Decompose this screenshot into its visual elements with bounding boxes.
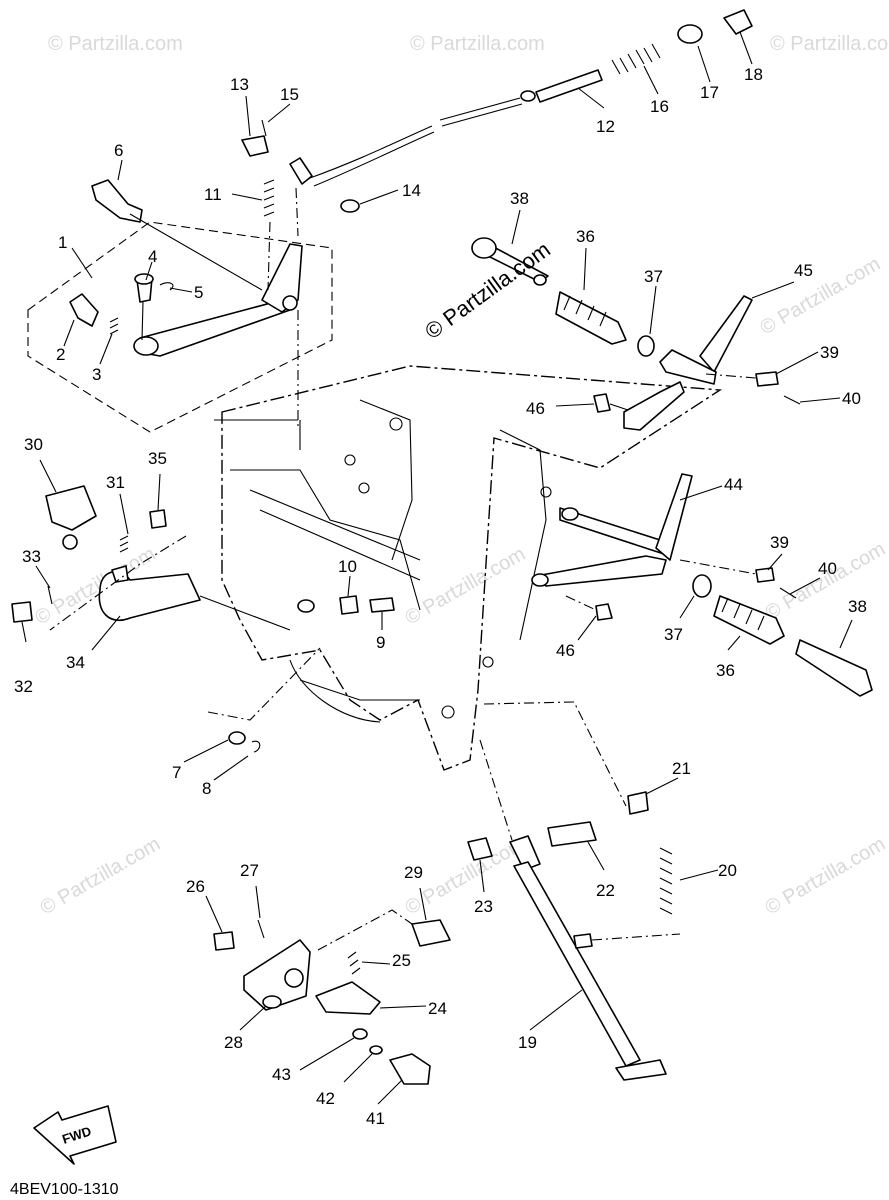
- callout-18: 18: [744, 65, 763, 84]
- watermark: © Partzilla.com: [757, 253, 885, 339]
- callout-27: 27: [240, 861, 259, 880]
- callout-46-lower: 46: [556, 641, 575, 660]
- callout-17: 17: [700, 83, 719, 102]
- callout-33: 33: [22, 547, 41, 566]
- callout-30: 30: [24, 435, 43, 454]
- callout-34: 34: [66, 653, 85, 672]
- fwd-arrow: FWD: [33, 1105, 117, 1165]
- callout-46-upper: 46: [526, 399, 545, 418]
- callout-15: 15: [280, 85, 299, 104]
- callout-28: 28: [224, 1033, 243, 1052]
- footrest-left: [11, 485, 291, 631]
- callout-29: 29: [404, 863, 423, 882]
- callout-1: 1: [58, 233, 67, 252]
- callout-7: 7: [172, 763, 181, 782]
- sidestand: [467, 701, 681, 1081]
- diagram-code: 4BEV100-1310: [10, 1181, 119, 1198]
- callout-24: 24: [428, 999, 447, 1018]
- brake-cable: [241, 9, 753, 237]
- callout-38-upper: 38: [510, 189, 529, 208]
- callout-26: 26: [186, 877, 205, 896]
- callout-36-lower: 36: [716, 661, 735, 680]
- shift-pedal-assembly: [27, 179, 333, 433]
- callout-37-lower: 37: [664, 625, 683, 644]
- callout-2: 2: [56, 345, 65, 364]
- callout-labels: 1 2 3 4 5 6 7 8 9 10 11 12 13 14 15 16 1…: [14, 65, 867, 1128]
- watermark: © Partzilla.com: [410, 33, 545, 55]
- callout-14: 14: [402, 181, 421, 200]
- callout-3: 3: [92, 365, 101, 384]
- watermark: © Partzilla.com: [48, 33, 183, 55]
- callout-42: 42: [316, 1089, 335, 1108]
- watermark: © Partzilla.com: [402, 543, 530, 629]
- callout-12: 12: [596, 117, 615, 136]
- callout-35: 35: [148, 449, 167, 468]
- callout-13: 13: [230, 75, 249, 94]
- callout-39-upper: 39: [820, 343, 839, 362]
- callout-45: 45: [794, 261, 813, 280]
- callout-25: 25: [392, 951, 411, 970]
- callout-6: 6: [114, 141, 123, 160]
- footrest-middle: [531, 473, 873, 697]
- callout-9: 9: [376, 633, 385, 652]
- callout-39-lower: 39: [770, 533, 789, 552]
- footrest-upper: [471, 237, 801, 431]
- callout-43: 43: [272, 1065, 291, 1084]
- footrest-lower: [213, 909, 451, 1085]
- callout-21: 21: [672, 759, 691, 778]
- callout-32: 32: [14, 677, 33, 696]
- callout-36-upper: 36: [576, 227, 595, 246]
- callout-11: 11: [204, 185, 222, 204]
- callout-41: 41: [366, 1109, 385, 1128]
- leader-lines: [21, 31, 853, 1105]
- callout-20: 20: [718, 861, 737, 880]
- callout-40-upper: 40: [842, 389, 861, 408]
- callout-19: 19: [518, 1033, 537, 1052]
- callout-22: 22: [596, 881, 615, 900]
- watermark: © Partzilla.com: [37, 833, 165, 919]
- callout-8: 8: [202, 779, 211, 798]
- callout-5: 5: [194, 283, 203, 302]
- callout-40-lower: 40: [818, 559, 837, 578]
- callout-44: 44: [724, 475, 743, 494]
- callout-38-lower: 38: [848, 597, 867, 616]
- watermark: © Partzilla.com: [770, 33, 889, 55]
- frame: [214, 310, 723, 771]
- brake-pivot-parts: [207, 595, 395, 753]
- callout-37-upper: 37: [644, 267, 663, 286]
- callout-23: 23: [474, 897, 493, 916]
- callout-10: 10: [338, 557, 357, 576]
- callout-16: 16: [650, 97, 669, 116]
- callout-4: 4: [148, 247, 157, 266]
- watermark: © Partzilla.com: [762, 833, 889, 919]
- callout-31: 31: [106, 473, 125, 492]
